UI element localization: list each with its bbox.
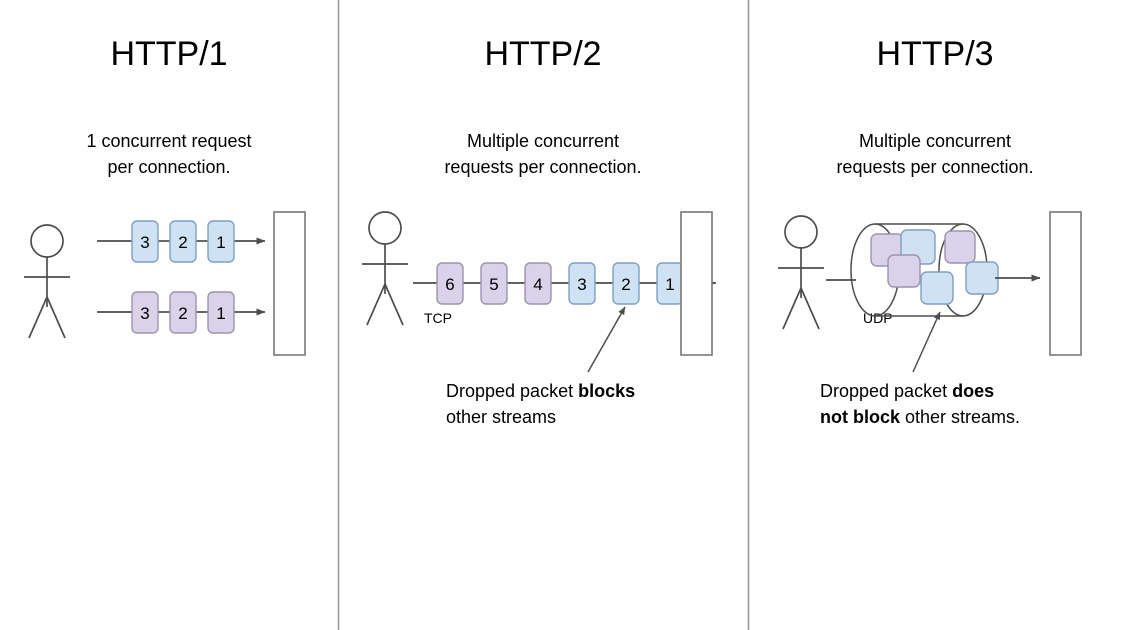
packet-http3-p3 xyxy=(944,230,976,264)
packet-http2-6: 6 xyxy=(436,262,464,305)
packet-http1-purple-1: 1 xyxy=(207,291,235,334)
caption-line-1: Dropped packet does xyxy=(820,378,1120,404)
packet-label: 3 xyxy=(577,275,586,294)
stick-figure-head xyxy=(784,215,818,249)
column-description-http3: Multiple concurrent requests per connect… xyxy=(748,128,1122,180)
caption-line-2: not block other streams. xyxy=(820,404,1120,430)
stick-figure-leg-right xyxy=(46,296,66,339)
stick-figure-http1 xyxy=(24,224,70,339)
packet-http2-4: 4 xyxy=(524,262,552,305)
packet-label: 1 xyxy=(216,233,225,252)
column-caption-http2: Dropped packet blocks other streams xyxy=(446,378,746,430)
stick-figure-leg-left xyxy=(28,296,48,339)
server-bar-http3 xyxy=(1049,211,1082,356)
caption-text-bold: blocks xyxy=(578,381,636,401)
stick-figure-leg-right xyxy=(384,283,404,326)
stick-figure-http3 xyxy=(778,215,824,330)
packet-http2-3: 3 xyxy=(568,262,596,305)
packet-http1-blue-1: 1 xyxy=(207,220,235,263)
stick-figure-head xyxy=(30,224,64,258)
column-description-http1: 1 concurrent request per connection. xyxy=(0,128,338,180)
stick-figure-leg-left xyxy=(782,287,802,330)
packet-label: 2 xyxy=(621,275,630,294)
packet-label: 5 xyxy=(489,275,498,294)
description-line-2: requests per connection. xyxy=(836,157,1034,177)
column-title-http3: HTTP/3 xyxy=(876,35,994,73)
caption-text-plain: Dropped packet xyxy=(820,381,953,401)
packet-http2-5: 5 xyxy=(480,262,508,305)
transport-label-tcp: TCP xyxy=(424,310,452,326)
stick-figure-leg-left xyxy=(366,283,386,326)
packet-label: 1 xyxy=(216,304,225,323)
annotation-pointer-http2 xyxy=(587,306,626,373)
description-line-2: requests per connection. xyxy=(444,157,642,177)
description-line-1: Multiple concurrent xyxy=(466,131,620,151)
packet-http2-2: 2 xyxy=(612,262,640,305)
column-title-http2: HTTP/2 xyxy=(484,35,602,73)
packet-http1-purple-2: 2 xyxy=(169,291,197,334)
packet-label: 6 xyxy=(445,275,454,294)
caption-text-plain-2: other streams. xyxy=(900,407,1021,427)
caption-text-bold: does xyxy=(952,381,995,401)
cylinder-body xyxy=(875,223,963,317)
packet-http1-blue-2: 2 xyxy=(169,220,197,263)
packet-http1-purple-3: 3 xyxy=(131,291,159,334)
column-title-http1: HTTP/1 xyxy=(110,35,228,73)
transport-label-udp: UDP xyxy=(863,310,893,326)
packet-label: 2 xyxy=(178,304,187,323)
stick-figure-head xyxy=(368,211,402,245)
packet-label: 2 xyxy=(178,233,187,252)
packet-label: 4 xyxy=(533,275,542,294)
packet-http3-b3 xyxy=(965,261,999,295)
stream-row-http1-blue: 3 2 1 xyxy=(97,220,266,263)
packet-group-http3 xyxy=(870,229,999,305)
column-description-http2: Multiple concurrent requests per connect… xyxy=(338,128,748,180)
stream-row-http2: 6 5 4 3 2 1 xyxy=(413,262,717,305)
server-bar-http1 xyxy=(273,211,306,356)
caption-line-1: Dropped packet blocks xyxy=(446,378,746,404)
packet-label: 1 xyxy=(665,275,674,294)
description-line-2: per connection. xyxy=(107,157,231,177)
caption-text-plain: Dropped packet xyxy=(446,381,579,401)
description-line-1: 1 concurrent request xyxy=(86,131,252,151)
caption-text-bold-2: not block xyxy=(820,407,900,427)
packet-http3-p2 xyxy=(887,254,921,288)
packet-http1-blue-3: 3 xyxy=(131,220,159,263)
stream-row-http1-purple: 3 2 1 xyxy=(97,291,266,334)
packet-label: 3 xyxy=(140,304,149,323)
packet-label: 3 xyxy=(140,233,149,252)
caption-line-2: other streams xyxy=(446,407,557,427)
packet-http2-1: 1 xyxy=(656,262,684,305)
server-bar-http2 xyxy=(680,211,713,356)
annotation-pointer-http3 xyxy=(912,311,941,373)
column-caption-http3: Dropped packet does not block other stre… xyxy=(820,378,1120,430)
description-line-1: Multiple concurrent xyxy=(858,131,1012,151)
packet-http3-b2 xyxy=(920,271,954,305)
stick-figure-http2 xyxy=(362,211,408,326)
stick-figure-leg-right xyxy=(800,287,820,330)
